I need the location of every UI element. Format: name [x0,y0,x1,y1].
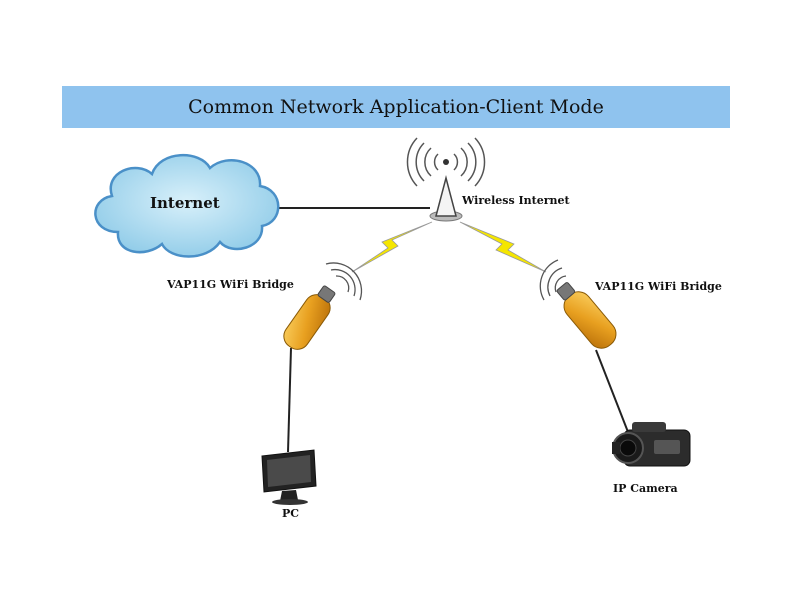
page-title: Common Network Application-Client Mode [188,96,604,118]
bridge-to-pc-link [287,347,292,453]
antenna-icon [406,137,486,222]
header-bar [62,86,730,128]
monitor-icon [261,449,317,505]
wireless-link-right-icon [459,221,547,273]
cloud-icon [94,154,280,258]
bridge-right-icon [539,259,617,349]
camera-icon [612,422,691,467]
camera-label: IP Camera [613,482,678,495]
bridge-right-label: VAP11G WiFi Bridge [595,280,722,293]
bridge-to-camera-link [595,349,629,433]
wireless-link-left-icon [351,221,433,273]
bridge-left-label: VAP11G WiFi Bridge [167,278,294,291]
pc-label: PC [282,507,300,520]
internet-label: Internet [150,194,220,212]
router-label: Wireless Internet [462,194,570,207]
bridge-left-icon [283,262,363,350]
